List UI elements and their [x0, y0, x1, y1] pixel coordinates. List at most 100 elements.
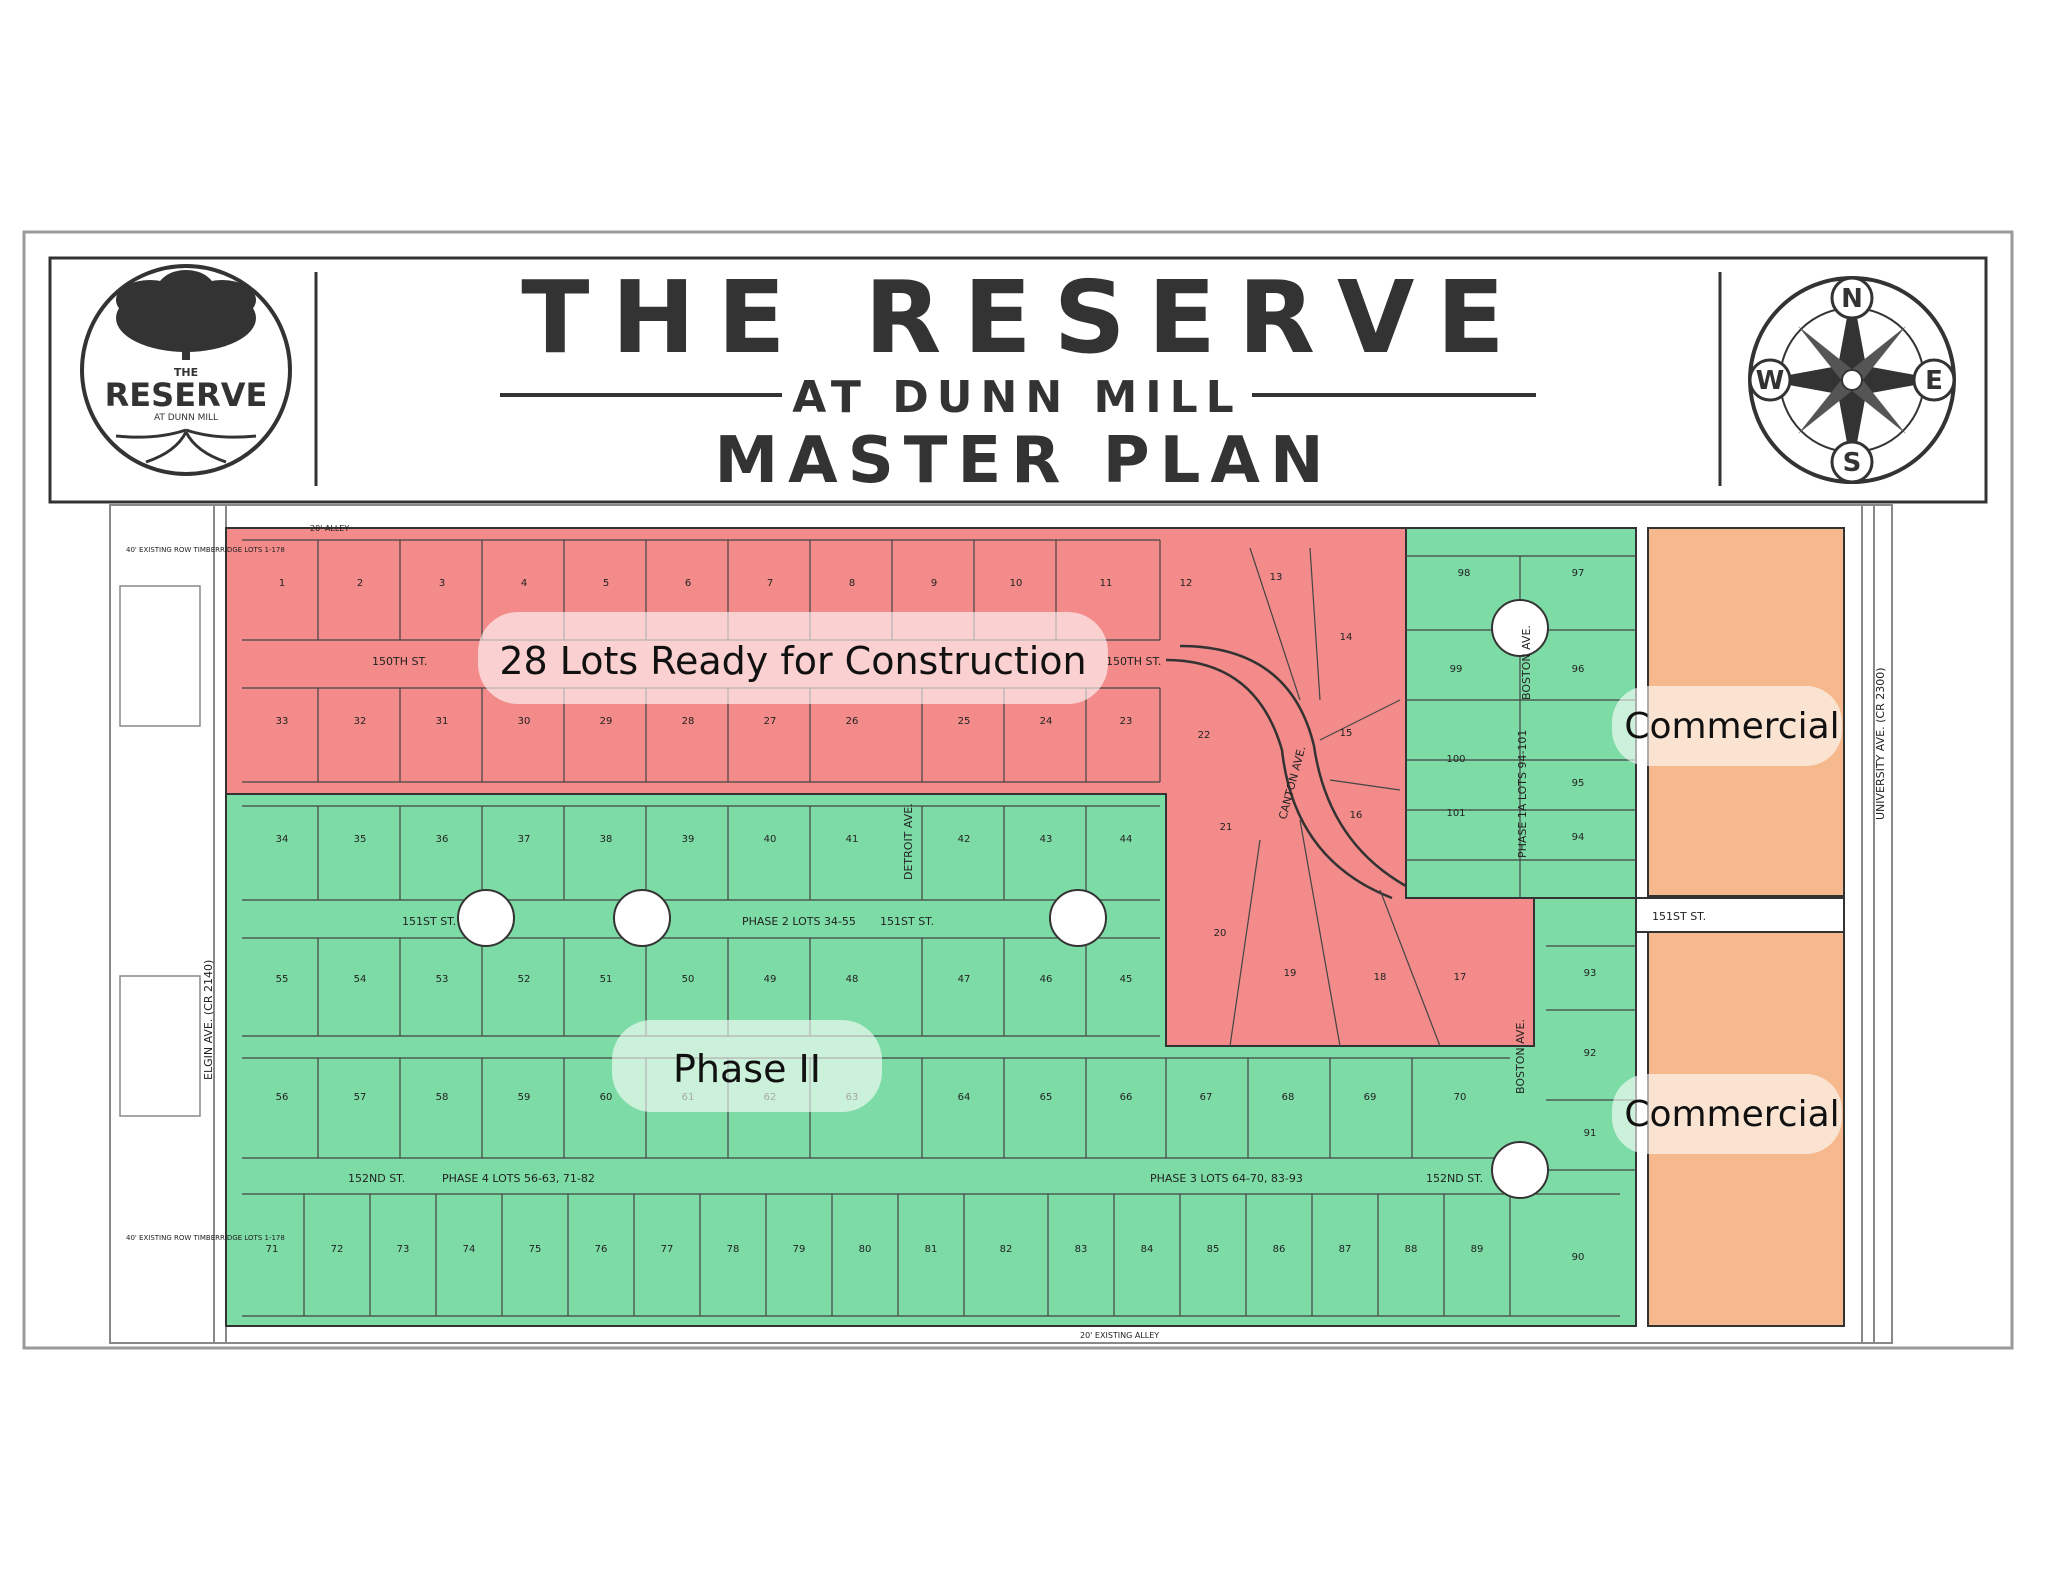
lot-label: 6 — [685, 578, 691, 589]
lot-label: 83 — [1075, 1244, 1088, 1255]
street-label: BOSTON AVE. — [1514, 1019, 1527, 1094]
lot-label: 95 — [1572, 778, 1585, 789]
commercial-south-callout-bg — [1612, 1074, 1842, 1154]
phase2-callout: Phase II — [673, 1047, 821, 1091]
compass-rose-icon — [1748, 276, 1956, 484]
lot-label: 94 — [1572, 832, 1585, 843]
lot-label: 49 — [764, 974, 777, 985]
lot-label: 38 — [600, 834, 613, 845]
lot-label: 4 — [521, 578, 527, 589]
lot-label: 100 — [1446, 754, 1465, 765]
lot-label: 57 — [354, 1092, 367, 1103]
lot-label: 92 — [1584, 1048, 1597, 1059]
lot-label: 9 — [931, 578, 937, 589]
adjacent-lot — [119, 975, 201, 1117]
lot-label: 25 — [958, 716, 971, 727]
lot-label: 64 — [958, 1092, 971, 1103]
lot-label: 85 — [1207, 1244, 1220, 1255]
street-label: 151ST ST. — [402, 915, 456, 928]
lot-label: 44 — [1120, 834, 1133, 845]
lot-label: 34 — [276, 834, 289, 845]
lot-label: 20 — [1214, 928, 1227, 939]
commercial-north-callout-bg — [1612, 686, 1842, 766]
lot-label: 8 — [849, 578, 855, 589]
lot-label: 89 — [1471, 1244, 1484, 1255]
street-label: BOSTON AVE. — [1520, 625, 1533, 700]
page-plan-label: MASTER PLAN — [714, 424, 1333, 498]
lot-label: 15 — [1340, 728, 1353, 739]
lot-label: 66 — [1120, 1092, 1133, 1103]
lot-label: 77 — [661, 1244, 674, 1255]
lot-label: 14 — [1340, 632, 1353, 643]
lot-label: 96 — [1572, 664, 1585, 675]
phase2-callout-bg — [612, 1020, 882, 1112]
street-label: ELGIN AVE. (CR 2140) — [202, 960, 215, 1080]
lot-label: 81 — [925, 1244, 938, 1255]
lot-label: 19 — [1284, 968, 1297, 979]
header-box — [48, 256, 1988, 504]
road-151st-east — [1635, 897, 1845, 933]
street-label: 150TH ST. — [372, 655, 427, 668]
phase-label: PHASE 3 LOTS 64-70, 83-93 — [1150, 1172, 1303, 1185]
lot-label: 78 — [727, 1244, 740, 1255]
lot-label: 88 — [1405, 1244, 1418, 1255]
lot-label: 42 — [958, 834, 971, 845]
lot-label: 84 — [1141, 1244, 1154, 1255]
row-note: 40' EXISTING ROW TIMBERRIDGE LOTS 1-178 — [126, 1234, 285, 1242]
lot-label: 58 — [436, 1092, 449, 1103]
logo-sub-text: AT DUNN MILL — [154, 413, 218, 423]
lot-label: 50 — [682, 974, 695, 985]
lot-label: 54 — [354, 974, 367, 985]
lot-label: 3 — [439, 578, 445, 589]
lot-label: 48 — [846, 974, 859, 985]
street-label: 152ND ST. — [348, 1172, 405, 1185]
street-label: UNIVERSITY AVE. (CR 2300) — [1874, 668, 1887, 821]
lot-label: 68 — [1282, 1092, 1295, 1103]
logo-top-text: THE — [174, 366, 198, 379]
lot-label: 32 — [354, 716, 367, 727]
phase-label: PHASE 2 LOTS 34-55 — [742, 915, 856, 928]
lot-label: 97 — [1572, 568, 1585, 579]
lot-label: 87 — [1339, 1244, 1352, 1255]
lot-label: 99 — [1450, 664, 1463, 675]
lot-label: 18 — [1374, 972, 1387, 983]
lot-label: 22 — [1198, 730, 1211, 741]
alley-label: 20' EXISTING ALLEY — [1080, 1331, 1159, 1340]
lot-label: 71 — [266, 1244, 279, 1255]
lot-label: 98 — [1458, 568, 1471, 579]
lot-label: 27 — [764, 716, 777, 727]
lot-label: 1 — [279, 578, 285, 589]
lot-label: 70 — [1454, 1092, 1467, 1103]
lot-label: 37 — [518, 834, 531, 845]
phase-label: PHASE 4 LOTS 56-63, 71-82 — [442, 1172, 595, 1185]
lot-label: 10 — [1010, 578, 1023, 589]
lot-label: 86 — [1273, 1244, 1286, 1255]
compass-e-label: E — [1925, 366, 1943, 396]
street-label: 151ST ST. — [880, 915, 934, 928]
phase-label: PHASE 1A LOTS 94-101 — [1516, 730, 1529, 858]
lot-label: 21 — [1220, 822, 1233, 833]
lot-label: 60 — [600, 1092, 613, 1103]
lot-label: 43 — [1040, 834, 1053, 845]
street-label: 151ST ST. — [1652, 910, 1706, 923]
lot-labels-red: 1 2 3 4 5 6 7 8 9 10 11 12 13 14 15 16 1… — [276, 572, 1467, 983]
lot-label: 12 — [1180, 578, 1193, 589]
lot-label: 65 — [1040, 1092, 1053, 1103]
zone-phase-1a — [1405, 527, 1637, 899]
lot-label: 56 — [276, 1092, 289, 1103]
lot-label: 2 — [357, 578, 363, 589]
alley-label: 20' ALLEY — [310, 524, 349, 533]
lot-label: 16 — [1350, 810, 1363, 821]
lot-label: 11 — [1100, 578, 1113, 589]
logo: THE RESERVE AT DUNN MILL — [80, 264, 292, 476]
logo-text-plate — [120, 362, 252, 418]
adjacent-lot — [119, 585, 201, 727]
logo-ring — [80, 264, 292, 476]
lot-label: 75 — [529, 1244, 542, 1255]
lot-label: 40 — [764, 834, 777, 845]
lot-label: 76 — [595, 1244, 608, 1255]
lot-label: 35 — [354, 834, 367, 845]
lot-label: 74 — [463, 1244, 476, 1255]
